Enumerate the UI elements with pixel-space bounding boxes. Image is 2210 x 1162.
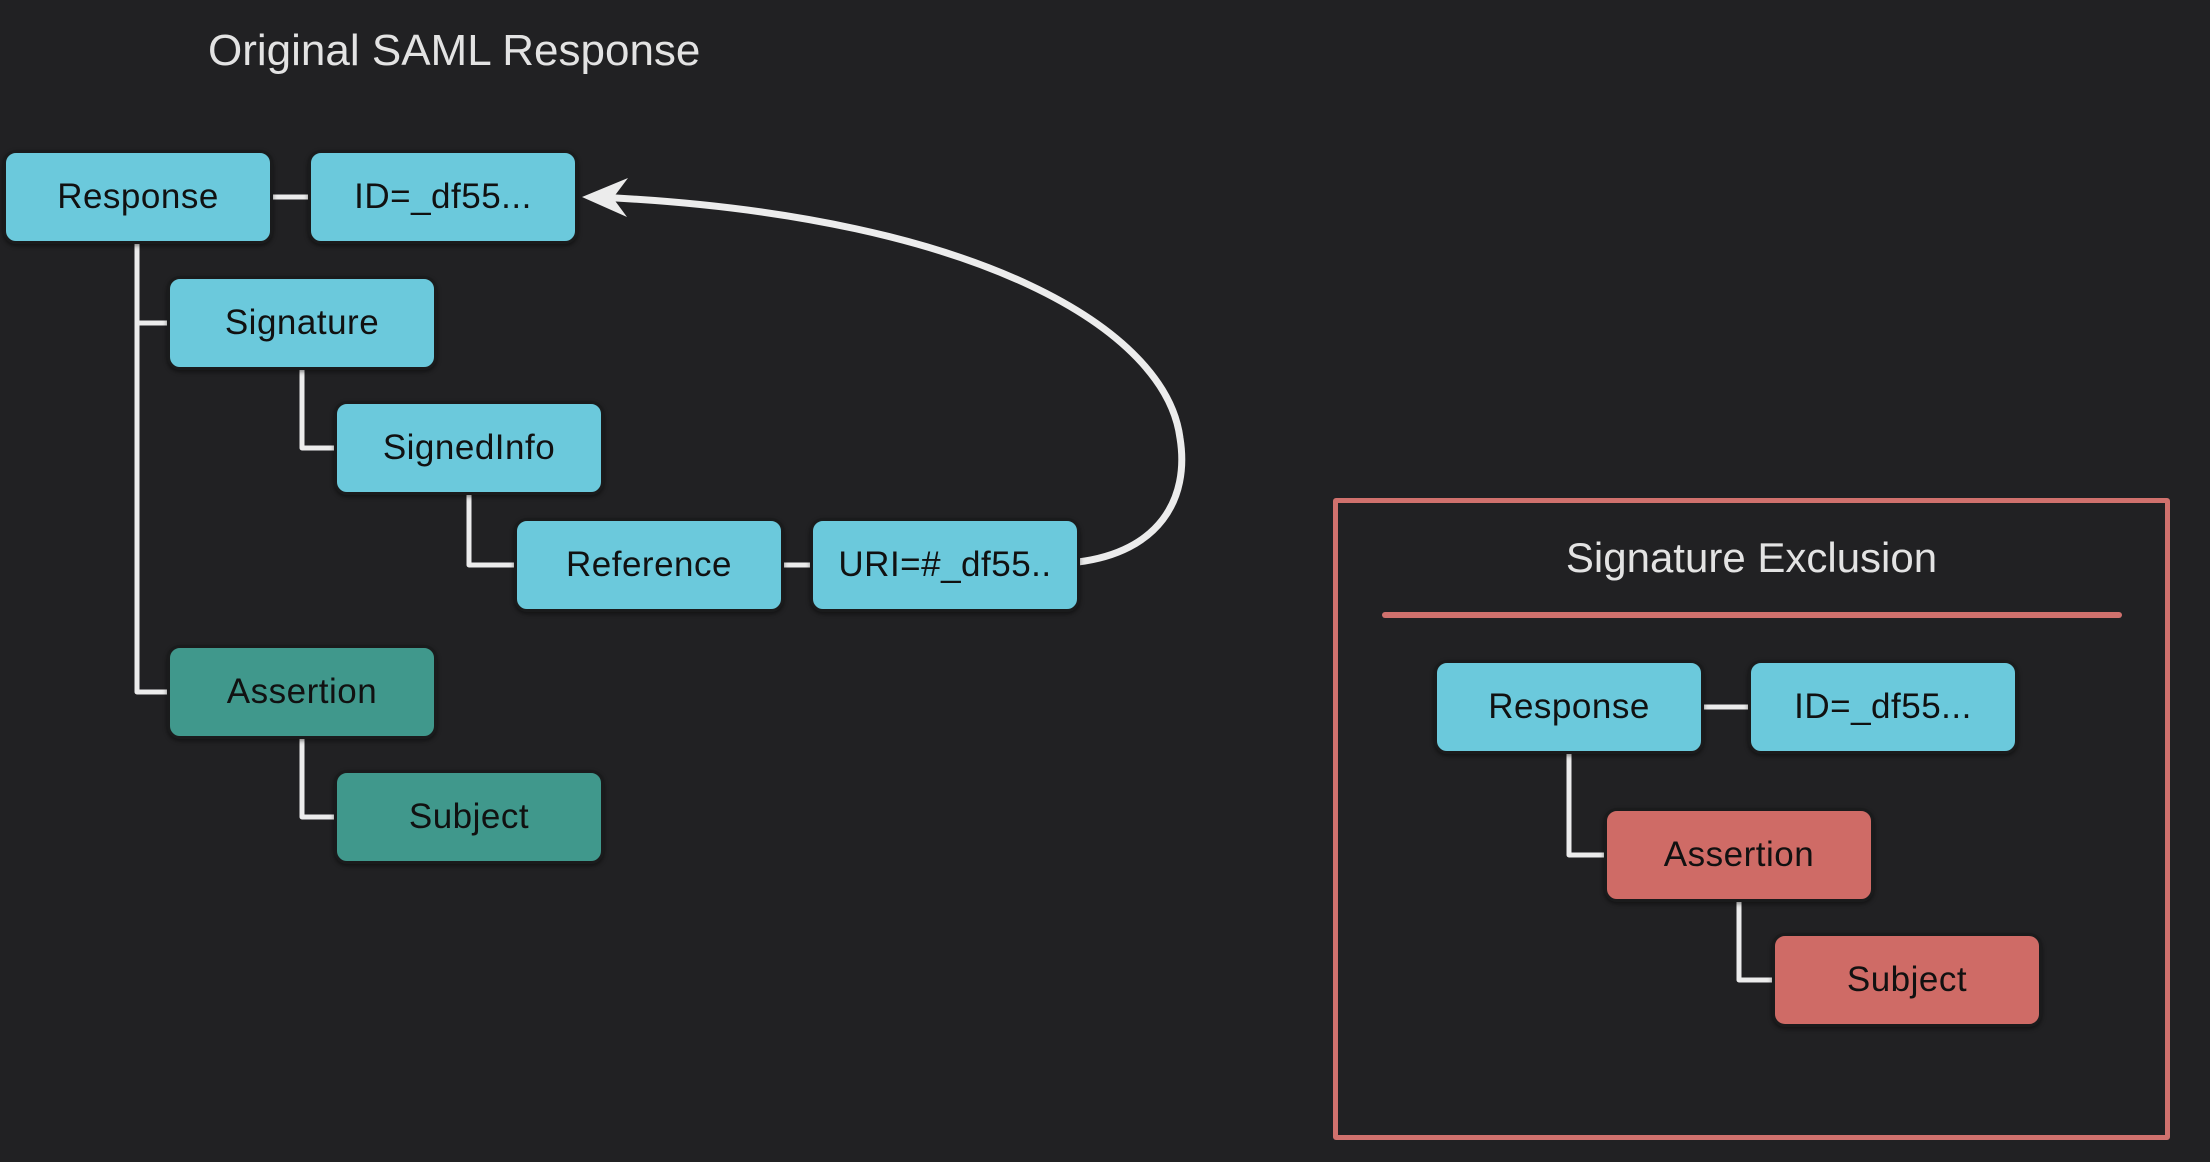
node-assertion-label: Assertion	[226, 672, 378, 711]
node-subject: Subject	[334, 770, 604, 864]
node-uri-attribute: URI=#_df55..	[810, 518, 1080, 612]
panel-title-divider	[1382, 612, 2122, 618]
uri-to-id-reference-arrow	[582, 178, 1186, 566]
panel-node-response: Response	[1434, 660, 1704, 754]
node-response-label: Response	[57, 177, 219, 216]
panel-node-subject: Subject	[1772, 933, 2042, 1027]
panel-node-assertion: Assertion	[1604, 808, 1874, 902]
panel-node-assertion-label: Assertion	[1663, 835, 1815, 874]
node-signedinfo-label: SignedInfo	[382, 428, 556, 467]
signature-exclusion-title: Signature Exclusion	[1565, 534, 1938, 581]
node-subject-label: Subject	[408, 797, 530, 836]
signature-exclusion-panel	[1333, 498, 2170, 1140]
node-uri-attribute-label: URI=#_df55..	[838, 545, 1052, 584]
node-response: Response	[3, 150, 273, 244]
edge-signature-signedinfo	[299, 367, 337, 451]
edge-response-trunk	[134, 242, 170, 695]
node-signature: Signature	[167, 276, 437, 370]
node-signature-label: Signature	[224, 303, 380, 342]
panel-node-subject-label: Subject	[1846, 960, 1968, 999]
node-reference-label: Reference	[566, 545, 732, 584]
node-assertion: Assertion	[167, 645, 437, 739]
node-id-attribute-label: ID=_df55...	[354, 177, 532, 216]
panel-node-id-attribute: ID=_df55...	[1748, 660, 2018, 754]
edge-assertion-subject-right	[1736, 899, 1775, 983]
panel-node-id-attribute-label: ID=_df55...	[1794, 687, 1972, 726]
edge-signedinfo-reference	[466, 492, 517, 568]
arrowhead-icon	[582, 178, 628, 217]
left-diagram-title: Original SAML Response	[208, 26, 701, 75]
edge-response-assertion-right	[1566, 751, 1607, 858]
node-id-attribute: ID=_df55...	[308, 150, 578, 244]
edge-assertion-subject	[299, 736, 337, 820]
node-reference: Reference	[514, 518, 784, 612]
node-signedinfo: SignedInfo	[334, 401, 604, 495]
reference-arrow-curve	[612, 194, 1186, 566]
panel-node-response-label: Response	[1488, 687, 1650, 726]
